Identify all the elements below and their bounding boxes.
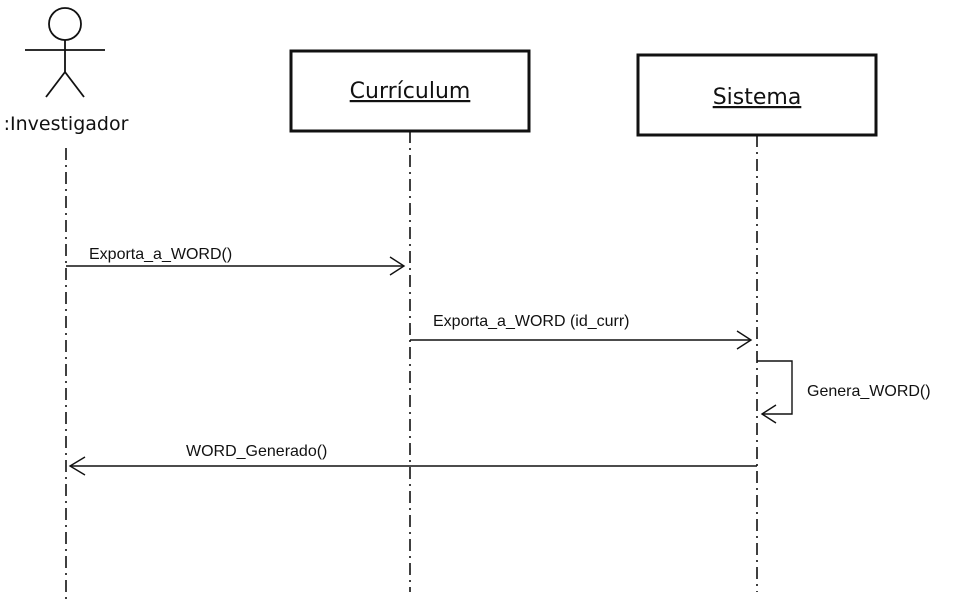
actor-right-leg [64,71,85,98]
actor-label: :Investigador [4,113,129,135]
curriculum-object-box [289,49,531,133]
open-arrowhead-icon [760,404,777,424]
open-arrowhead-icon [736,330,753,350]
open-arrowhead-icon [389,256,406,276]
curriculum-object-label: Currículum [350,79,471,104]
message-1-label: Exporta_a_WORD() [89,246,232,263]
sistema-object-box [636,53,878,137]
message-word-generado [68,456,757,476]
open-arrowhead-icon [68,456,86,476]
message-genera-word-self-call [757,360,793,424]
sistema-object-label: Sistema [713,85,802,110]
message-4-label: WORD_Generado() [186,443,327,460]
actor-left-leg [45,71,66,98]
actor-stick-figure-icon [25,7,105,98]
actor-head [48,7,82,41]
message-exporta-a-word-id-curr [410,330,753,350]
message-3-label: Genera_WORD() [807,383,931,400]
message-2-label: Exporta_a_WORD (id_curr) [433,313,630,330]
message-exporta-a-word [66,256,406,276]
